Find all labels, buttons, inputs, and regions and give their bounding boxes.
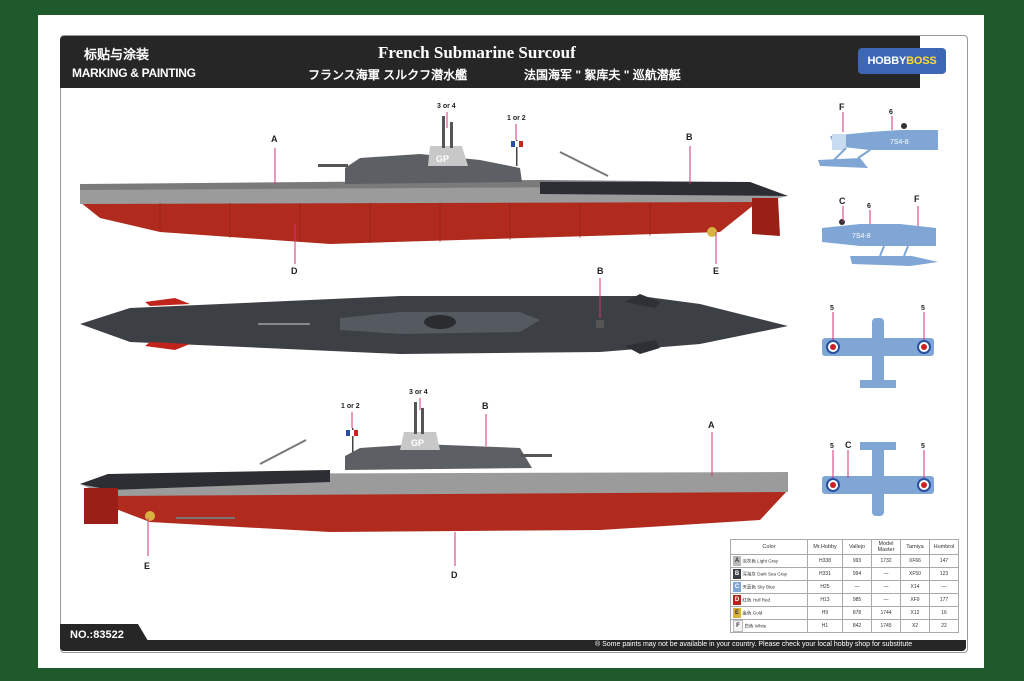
callout-3or4-top: 3 or 4 xyxy=(437,103,456,110)
hull-lower-red-b xyxy=(108,490,788,532)
propeller-b xyxy=(145,511,155,521)
plane-float-2 xyxy=(850,256,938,266)
color-row-d: D 红色 Hull Red H13 985 — XF9 177 xyxy=(730,593,959,607)
seaplane-side-view-1: 7S4-8 xyxy=(818,123,938,168)
plane-fuselage-2 xyxy=(822,224,936,246)
flag-staff-b xyxy=(352,428,354,452)
plane-code-1: 7S4-8 xyxy=(890,139,909,146)
hull-lower-red xyxy=(80,200,760,244)
color-table-header: Color Mr.Hobby Vallejo Model Master Tami… xyxy=(730,539,959,555)
plane-wing-bottom xyxy=(822,476,934,494)
callout-lines xyxy=(147,112,717,566)
periscope-2 xyxy=(450,122,453,148)
header-corner xyxy=(828,36,848,88)
color-row-e: E 金色 Gold H9 878 1744 X12 16 xyxy=(730,606,959,620)
callout-5-top-left: 5 xyxy=(830,305,834,312)
callout-a-bottom: A xyxy=(708,420,715,430)
callout-1or2-top: 1 or 2 xyxy=(507,115,526,122)
kit-number: NO.:83522 xyxy=(70,629,124,641)
main-gun-barrel-b xyxy=(520,454,552,457)
conning-tower-body xyxy=(345,154,522,184)
bow-plane-lower xyxy=(625,340,660,354)
submarine-side-view-bottom: GP xyxy=(80,402,788,532)
conning-number: GP xyxy=(436,154,449,164)
callout-c-plane2: C xyxy=(839,196,846,206)
callout-1or2-bottom: 1 or 2 xyxy=(341,403,360,410)
callout-b-top: B xyxy=(686,132,693,142)
paint-availability-note: ® Some paints may not be available in yo… xyxy=(595,641,913,648)
section-title-cn: 标贴与涂装 xyxy=(84,47,150,62)
flag-staff xyxy=(516,140,518,166)
callout-b-bottom: B xyxy=(482,401,489,411)
stern-rudder-b xyxy=(84,488,118,524)
stern-rudder xyxy=(752,198,780,236)
plane-float-1 xyxy=(818,158,868,168)
callout-6-plane1: 6 xyxy=(889,109,893,116)
callout-3or4-bottom: 3 or 4 xyxy=(409,389,428,396)
callout-5-bottom-left: 5 xyxy=(830,443,834,450)
callout-6-plane2: 6 xyxy=(867,203,871,210)
color-row-c: C 天蓝色 Sky Blue H25 — — X14 — xyxy=(730,580,959,594)
callout-e-top: E xyxy=(713,266,719,276)
callout-5-bottom-right: 5 xyxy=(921,443,925,450)
footer-bar xyxy=(138,640,966,651)
seaplane-bottom-view xyxy=(822,442,934,516)
bow-deck-dark xyxy=(540,182,788,196)
periscope-1 xyxy=(442,116,445,148)
submarine-side-view-top: GP xyxy=(80,116,788,244)
callout-b-middle: B xyxy=(597,266,604,276)
seaplane-top-view xyxy=(822,318,934,388)
brand-area: HOBBYBOSS xyxy=(842,36,966,88)
bow-deck-dark-b xyxy=(80,470,330,490)
section-title-en: MARKING & PAINTING xyxy=(72,66,196,80)
color-row-f: F 白色 White H1 842 1745 X2 22 xyxy=(730,619,959,633)
color-row-b: B 深海灰 Dark Sea Gray H331 994 — XF50 123 xyxy=(730,567,959,581)
color-row-a: A 淡灰色 Light Gray H338 993 1732 XF66 147 xyxy=(730,554,959,568)
callout-f-plane1: F xyxy=(839,102,845,112)
conning-tower-body-b xyxy=(345,444,532,470)
crane-arm xyxy=(559,151,609,177)
footer-number-tab xyxy=(60,624,138,651)
stern-plane-lower xyxy=(145,342,190,350)
stern-plane-upper xyxy=(145,298,190,306)
hangar-hatch xyxy=(424,315,456,329)
callout-a-top: A xyxy=(271,134,278,144)
color-reference-table: Color Mr.Hobby Vallejo Model Master Tami… xyxy=(730,539,959,633)
crane-arm-b xyxy=(259,439,307,465)
subtitle-japanese: フランス海軍 スルクフ潜水艦 xyxy=(308,68,468,82)
plane-fuselage-1 xyxy=(830,130,938,150)
callout-f-plane2: F xyxy=(914,194,920,204)
callout-c-bottom: C xyxy=(845,440,852,450)
subtitle-chinese: 法国海军 " 絮库夫 " 巡航潜艇 xyxy=(524,68,681,82)
main-gun-barrel xyxy=(318,164,348,167)
hobbyboss-logo: HOBBYBOSS xyxy=(858,48,946,74)
conning-number-b: GP xyxy=(411,438,424,448)
callout-5-top-right: 5 xyxy=(921,305,925,312)
callout-d-bottom: D xyxy=(451,570,458,580)
bow-plane-upper xyxy=(625,294,660,308)
callout-d-top: D xyxy=(291,266,298,276)
seaplane-side-view-2: 7S4-8 xyxy=(822,219,938,266)
plane-code-2: 7S4-8 xyxy=(852,233,871,240)
header-bar xyxy=(60,36,920,88)
periscope-shelter-b xyxy=(400,432,440,450)
submarine-top-view xyxy=(80,294,788,354)
propeller xyxy=(707,227,717,237)
page-title: French Submarine Surcouf xyxy=(378,43,576,62)
plane-fuselage-top xyxy=(872,318,884,388)
periscope-shelter xyxy=(428,146,468,166)
callout-labels: A B D E 3 or 4 1 or 2 B B 3 or 4 1 or 2 … xyxy=(144,103,719,580)
callout-e-bottom: E xyxy=(144,561,150,571)
